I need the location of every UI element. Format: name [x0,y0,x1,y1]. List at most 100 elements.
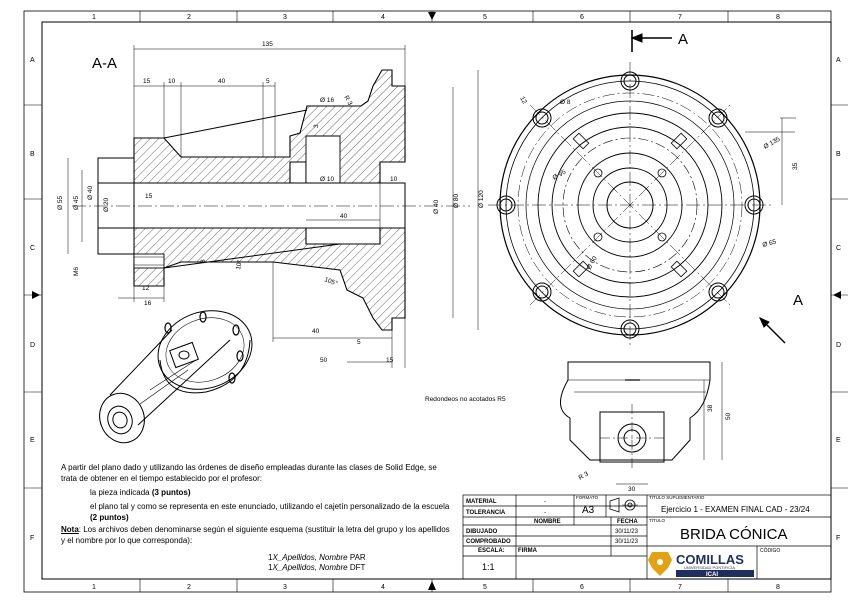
zone-col-8-bottom: 8 [776,584,780,591]
zone-row-f-right: F [836,535,840,542]
title-block-text: MATERIAL - TOLERANCIA - NOMBRE FECHA DIB… [466,494,780,554]
dim-55: Ø 55 [57,196,64,210]
titulo-sup-label: TÍTULO SUPLEMENTARIO [649,494,705,500]
zone-col-2: 2 [187,14,191,21]
dim-80: Ø 80 [453,194,460,208]
codigo-label: CÓDIGO [760,547,780,554]
dim-40c: Ø 40 [87,186,94,200]
formato-value: A3 [582,505,595,516]
formato-label: FORMATO [576,495,599,500]
bottom-dim-30: 30 [628,486,636,493]
item1-points: (3 puntos) [151,488,191,497]
dibujado-fecha: 30/11/23 [615,529,639,535]
zone-labels: 1 2 3 4 5 6 7 8 1 2 3 4 5 6 7 8 A B C D … [30,14,841,591]
zone-row-c-right: C [836,245,841,252]
front-dim-12: 12 [518,96,528,106]
escala-value: 1:1 [482,562,495,572]
small-holes [593,168,667,242]
title-block [462,494,832,580]
zone-row-f: F [30,535,34,542]
zone-col-1-bottom: 1 [92,584,96,591]
comprobado-label: COMPROBADO [466,539,511,545]
dim-a10: 10° [234,259,244,270]
bottom-dim-50: 50 [725,412,732,420]
iso-bolt-holes [164,311,244,384]
zone-row-a-right: A [836,57,841,64]
dim-20: Ø 20 [103,198,110,212]
centering-mark-top [428,12,436,20]
file1-italic: X_Apellidos, Nombre [272,553,348,562]
zone-col-5-bottom: 5 [483,584,487,591]
front-view [488,30,796,348]
section-upper-half [133,69,406,184]
titulo-value: BRIDA CÓNICA [680,526,788,543]
bottom-view [560,361,723,485]
comillas-logo: COMILLAS UNIVERSIDAD PONTIFICIA ICAI [648,552,754,578]
dim-40e: 40 [312,328,320,335]
iso-flange-face [157,310,253,390]
iso-front-end [99,392,145,444]
cut-label-bottom: A [793,292,803,309]
front-dim-35: 35 [792,162,799,170]
zone-col-5: 5 [483,14,487,21]
instructions-item-2: el plano tal y como se representa en est… [90,501,450,523]
logo-band [676,570,754,577]
item2-points: (2 puntos) [90,513,129,522]
dim-12: 12 [142,285,150,292]
front-dim-95: Ø 95 [552,168,568,181]
dim-10: 10 [168,78,176,85]
dim-15a: 15 [143,78,151,85]
tolerancia-label: TOLERANCIA [466,510,506,516]
section-label: A-A [92,55,117,72]
dim-m6: M6 [73,267,80,276]
zone-col-2-bottom: 2 [187,584,191,591]
file-name-dft: 1X_Apellidos, Nombre DFT [268,562,365,573]
bottom-outline [560,361,711,461]
dim-120: Ø 120 [478,190,485,208]
instructions-intro: A partir del plano dado y utilizando las… [61,462,453,484]
logo-name: COMILLAS [676,552,744,567]
front-dim-135: Ø 135 [763,136,782,151]
front-dim-65: Ø 65 [762,238,778,249]
front-dim-labels: 12 Ø 8 Ø 135 35 Ø 95 Ø 60 Ø 65 [518,96,799,272]
firma-label: FIRMA [518,548,538,554]
file-name-par: 1X_Apellidos, Nombre PAR [268,552,366,563]
cut-label-top: A [678,31,688,48]
dim-15b: 15 [145,193,153,200]
bottom-dim-r3: R 3 [578,470,591,481]
comprobado-fecha: 30/11/23 [615,539,639,545]
dim-50: 50 [320,357,328,364]
zone-col-3-bottom: 3 [283,584,287,591]
projection-symbol [609,497,638,513]
zone-col-7: 7 [678,14,682,21]
bottom-dim-labels: 38 50 30 R 3 [578,404,733,493]
section-view [72,69,470,331]
item1-text: la pieza indicada [90,488,150,497]
zone-row-d: D [30,342,35,349]
dim-40d: Ø 40 [433,200,440,214]
dim-40b: 40 [340,213,348,220]
centering-mark-right [833,291,841,299]
logo-band-text: ICAI [706,572,718,578]
dim-5b: 5 [357,339,361,346]
bottom-dim-38: 38 [707,404,714,412]
instructions-note: Nota: Los archivos deben denominarse seg… [61,524,451,546]
zone-row-a: A [30,57,35,64]
zone-row-e-right: E [836,437,841,444]
file2-ext: DFT [347,563,366,572]
material-label: MATERIAL [466,499,497,505]
fecha-label: FECHA [617,519,638,525]
zone-col-6-bottom: 6 [580,584,584,591]
instructions-item-1: la pieza indicada (3 puntos) [90,487,450,498]
zone-col-3: 3 [283,14,287,21]
dim-10c: 10 [390,176,398,183]
file1-ext: PAR [347,553,366,562]
dim-r3: R 3 [342,95,353,108]
item2-text: el plano tal y como se representa en est… [90,502,450,511]
rounding-note: Redondeos no acotados R5 [425,396,506,403]
zone-col-7-bottom: 7 [678,584,682,591]
section-thread [133,253,165,269]
zone-row-b-right: B [836,151,841,158]
centering-mark-bottom [428,581,436,590]
